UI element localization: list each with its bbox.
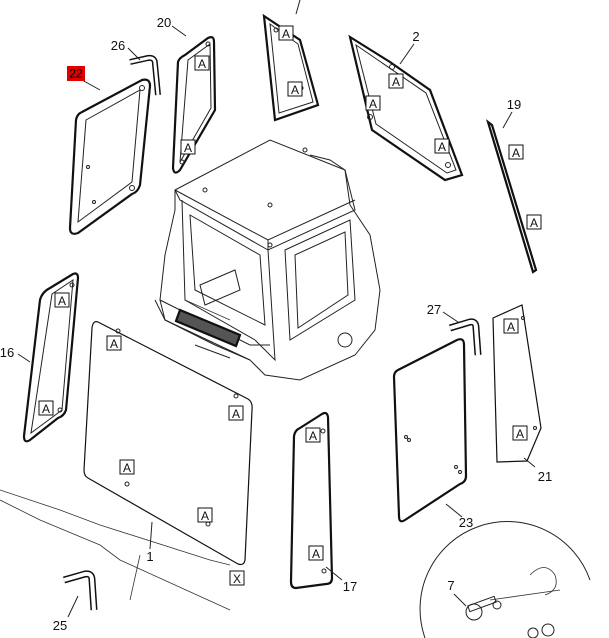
- svg-text:A: A: [42, 402, 50, 416]
- box-a: A: [106, 335, 122, 351]
- part-27-key: [448, 318, 482, 356]
- detail-circle: [419, 521, 591, 638]
- callout-22-highlighted[interactable]: 22: [67, 66, 85, 81]
- svg-text:A: A: [232, 407, 240, 421]
- callout-1[interactable]: 1: [146, 549, 153, 564]
- svg-text:A: A: [392, 75, 400, 89]
- box-a: A: [508, 144, 524, 160]
- part-2-roof-glass: [348, 34, 464, 182]
- box-a: A: [388, 73, 404, 89]
- box-a: A: [54, 292, 70, 308]
- box-a: A: [38, 400, 54, 416]
- part-23-door-glass: [392, 338, 468, 523]
- callout-19[interactable]: 19: [507, 97, 521, 112]
- callout-23[interactable]: 23: [459, 515, 473, 530]
- callout-27[interactable]: 27: [427, 302, 441, 317]
- svg-text:A: A: [438, 140, 446, 154]
- svg-text:A: A: [309, 429, 317, 443]
- box-a: A: [503, 318, 519, 334]
- svg-text:A: A: [530, 216, 538, 230]
- svg-text:A: A: [312, 547, 320, 561]
- part-19-strip-glass: [485, 119, 538, 274]
- background-guide-lines: [0, 299, 231, 611]
- part-26-key: [129, 54, 161, 96]
- svg-text:A: A: [201, 509, 209, 523]
- part-1-windscreen: [83, 321, 253, 566]
- callout-7[interactable]: 7: [447, 578, 454, 593]
- svg-text:A: A: [198, 57, 206, 71]
- part-callouts: 22 26 20 2 19 16 1 27 21 23 17 7 25: [0, 15, 552, 633]
- svg-text:A: A: [512, 146, 520, 160]
- part-25-key: [63, 570, 98, 611]
- svg-text:A: A: [291, 83, 299, 97]
- box-x: X: [229, 570, 245, 586]
- part-16-side-window: [22, 272, 80, 443]
- svg-text:22: 22: [69, 67, 83, 81]
- box-a: A: [512, 425, 528, 441]
- box-a: A: [365, 95, 381, 111]
- box-a: A: [305, 427, 321, 443]
- svg-text:A: A: [58, 294, 66, 308]
- box-a: A: [308, 545, 324, 561]
- svg-text:A: A: [507, 320, 515, 334]
- box-a: A: [228, 405, 244, 421]
- svg-text:A: A: [184, 141, 192, 155]
- callout-21[interactable]: 21: [538, 469, 552, 484]
- callout-17[interactable]: 17: [343, 579, 357, 594]
- svg-text:X: X: [233, 572, 241, 586]
- box-a: A: [197, 507, 213, 523]
- callout-2[interactable]: 2: [412, 29, 419, 44]
- leader-lines: [17, 0, 536, 618]
- callout-26[interactable]: 26: [111, 38, 125, 53]
- cab-body: [154, 139, 381, 381]
- part-21-corner-glass: [492, 304, 542, 463]
- box-a: A: [287, 81, 303, 97]
- callout-20[interactable]: 20: [157, 15, 171, 30]
- part-20-side-window: [171, 36, 217, 174]
- svg-text:A: A: [110, 337, 118, 351]
- box-a: A: [119, 459, 135, 475]
- box-a: A: [278, 25, 294, 41]
- part-22-rear-window: [68, 78, 152, 235]
- svg-text:A: A: [369, 97, 377, 111]
- box-a: A: [180, 139, 196, 155]
- box-a: A: [194, 55, 210, 71]
- svg-text:A: A: [123, 461, 131, 475]
- svg-text:A: A: [282, 27, 290, 41]
- box-a: A: [434, 138, 450, 154]
- highlight-box: [67, 66, 85, 81]
- callout-16[interactable]: 16: [0, 345, 14, 360]
- box-labels: A A A A A A A A A A A A A A A A A A A X: [38, 25, 542, 586]
- box-a: A: [526, 214, 542, 230]
- callout-25[interactable]: 25: [53, 618, 67, 633]
- part-17-door-glass: [289, 411, 334, 590]
- svg-text:A: A: [516, 427, 524, 441]
